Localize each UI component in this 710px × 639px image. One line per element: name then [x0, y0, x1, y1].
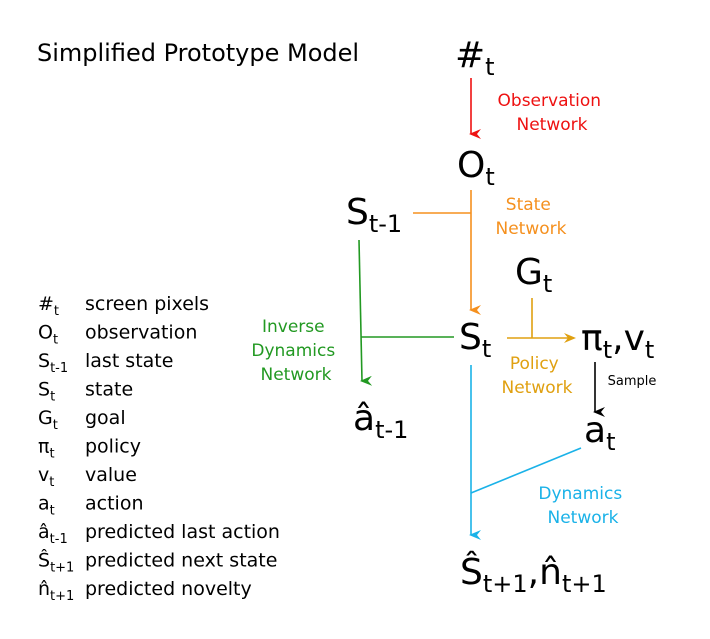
- legend-symbol: ât-1: [38, 521, 68, 547]
- network-labels: Observation Network State Network Invers…: [251, 91, 656, 528]
- label-observation-network: Observation Network: [498, 91, 607, 135]
- node-pred-last-action: ât-1: [353, 398, 408, 444]
- node-pixels: #t: [455, 35, 495, 81]
- label-dynamics-network: Dynamics Network: [538, 484, 627, 528]
- legend-description: policy: [85, 436, 141, 458]
- legend-symbol: n̂t+1: [38, 578, 74, 604]
- legend-symbol: at: [38, 493, 55, 519]
- node-policy-value: πt,vt: [581, 318, 654, 364]
- legend-description: action: [85, 493, 143, 515]
- edge-last-state-to-pred-action: [358, 239, 373, 386]
- legend-description: goal: [85, 407, 126, 429]
- legend-symbol: Ot: [38, 322, 58, 348]
- legend-symbol: St: [38, 379, 55, 405]
- legend-description: screen pixels: [85, 293, 209, 315]
- legend-symbol: πt: [38, 436, 55, 462]
- edges: [358, 78, 605, 540]
- node-goal: Gt: [515, 252, 552, 298]
- label-state-network: State Network: [496, 195, 567, 239]
- legend-symbol: Ŝt+1: [38, 548, 74, 576]
- legend-symbol: St-1: [38, 350, 68, 376]
- node-prediction: Ŝt+1,n̂t+1: [460, 551, 607, 598]
- legend-symbol: Gt: [38, 407, 58, 433]
- legend-symbol: vt: [38, 464, 54, 490]
- legend-description: predicted last action: [85, 521, 280, 543]
- node-last-state: St-1: [346, 192, 402, 238]
- node-state: St: [459, 317, 491, 363]
- legend-symbol: #t: [38, 293, 59, 319]
- node-observation: Ot: [457, 145, 495, 191]
- legend-description: last state: [85, 350, 173, 372]
- legend-description: state: [85, 379, 133, 401]
- nodes: #t Ot St-1 Gt St πt,vt ât-1 at Ŝt+1,n̂t+…: [346, 35, 654, 598]
- diagram-title: Simplified Prototype Model: [37, 39, 359, 67]
- label-inverse-dynamics-network: Inverse Dynamics Network: [251, 317, 340, 385]
- legend-description: predicted next state: [85, 550, 277, 572]
- legend-description: value: [85, 464, 137, 486]
- edge-action-join-dynamics: [470, 447, 582, 494]
- legend-description: observation: [85, 322, 197, 344]
- legend-description: predicted novelty: [85, 578, 252, 600]
- label-sample: Sample: [608, 374, 657, 389]
- node-action: at: [584, 410, 615, 456]
- label-policy-network: Policy Network: [502, 354, 573, 398]
